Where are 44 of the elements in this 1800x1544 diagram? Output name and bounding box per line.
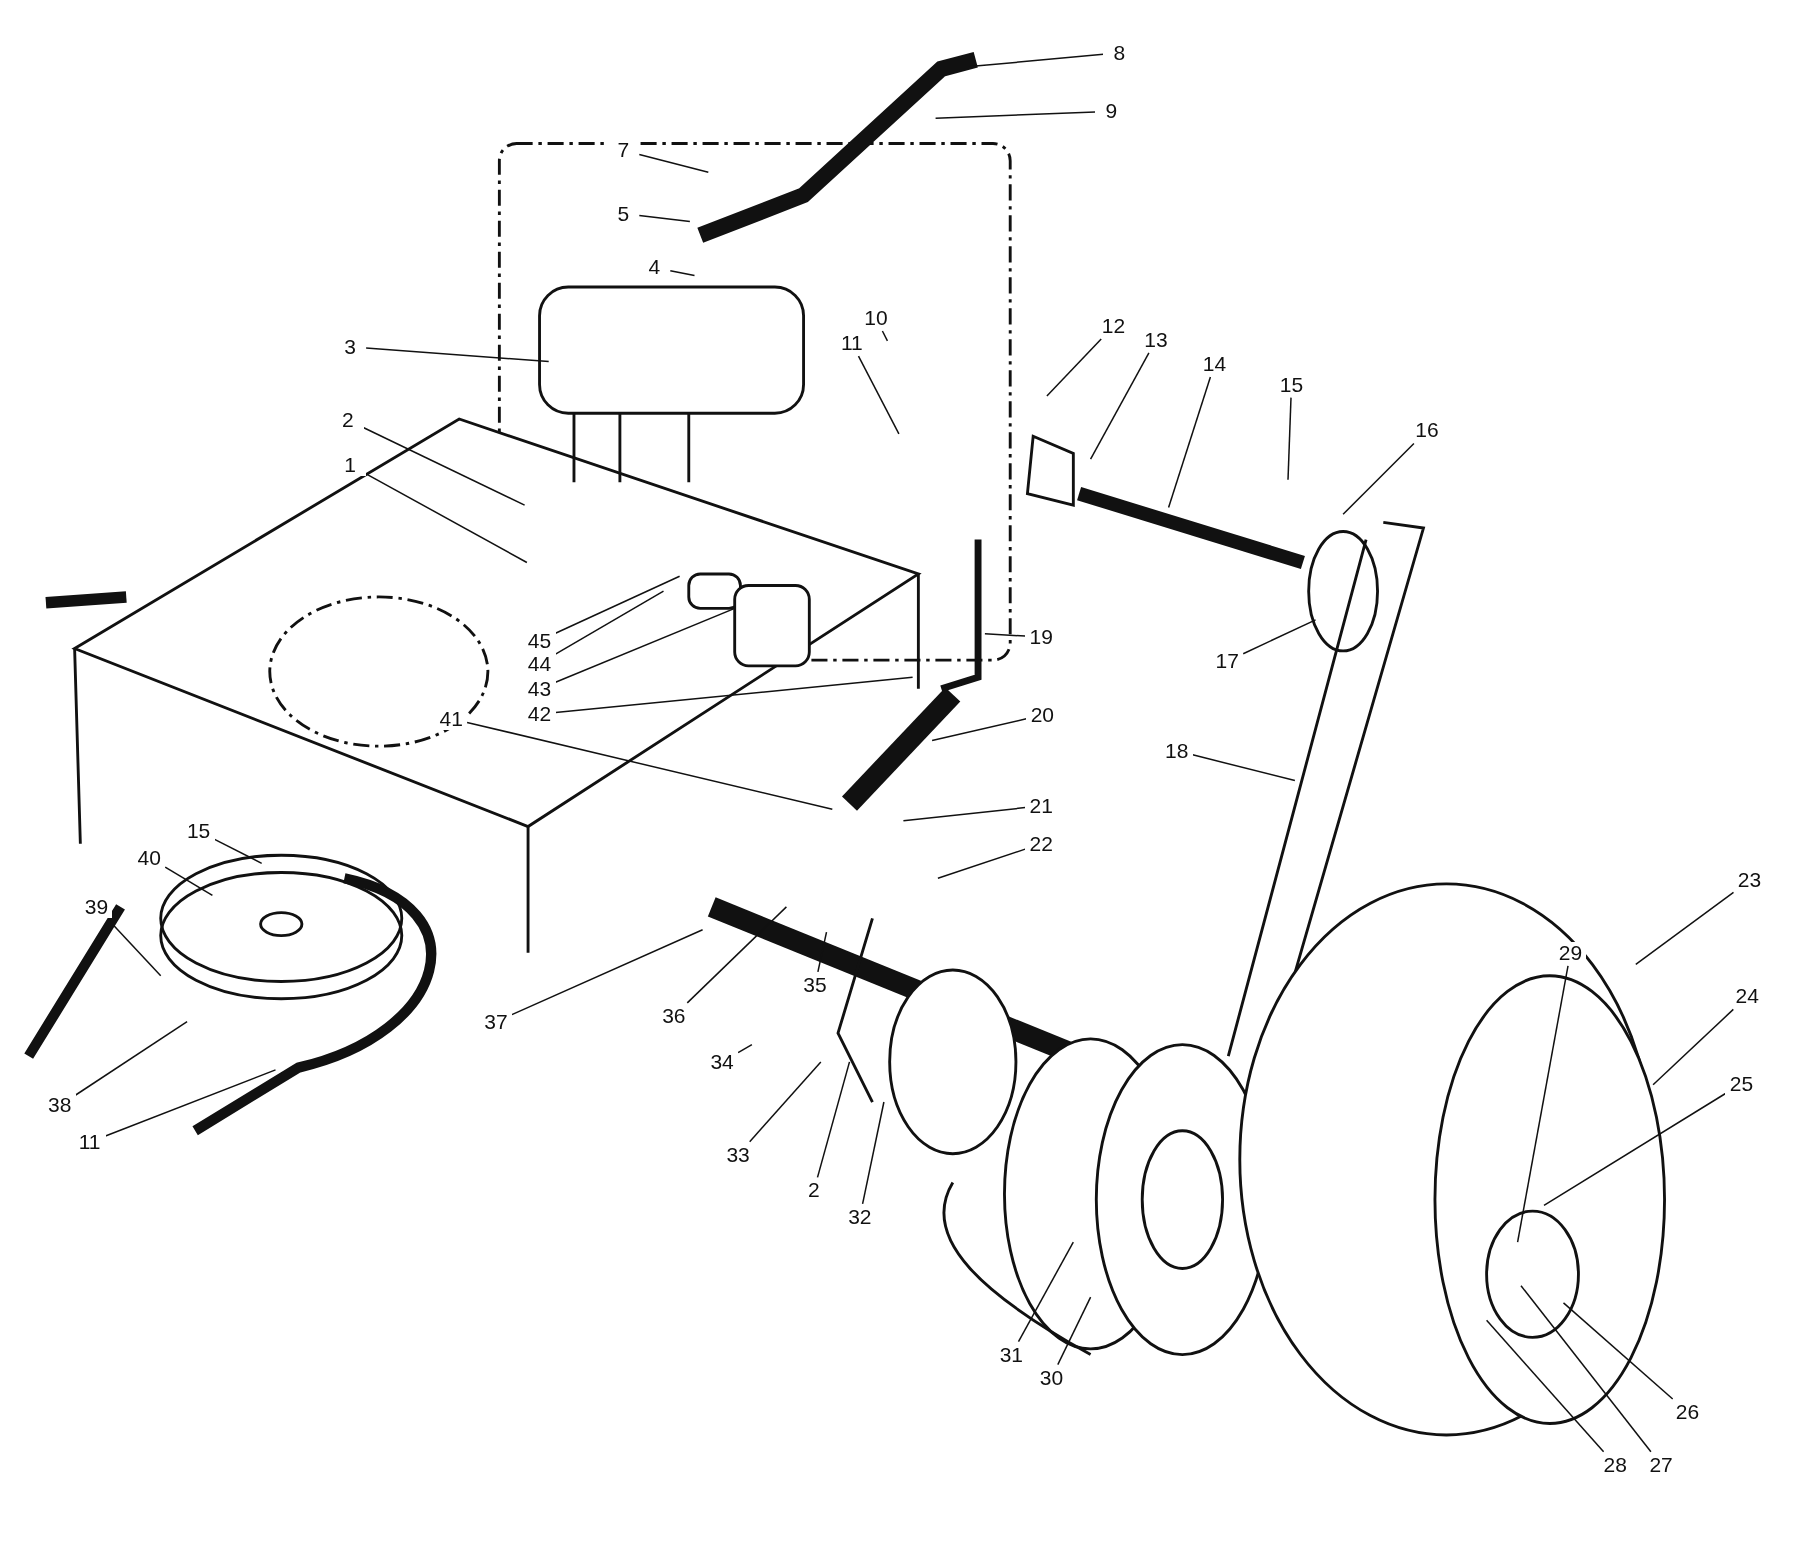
leader-line	[511, 929, 704, 1016]
leader-line	[817, 931, 828, 973]
leader-line	[1089, 352, 1150, 460]
leader-line	[1287, 396, 1292, 481]
leader-line	[748, 1061, 822, 1143]
leader-line	[638, 153, 710, 173]
leader-line	[669, 269, 696, 277]
leader-line	[902, 806, 1026, 822]
leader-line	[1167, 376, 1212, 509]
leader-line	[686, 906, 788, 1004]
leader-line	[1191, 754, 1296, 782]
leader-line	[1342, 442, 1415, 516]
leader-line	[363, 427, 526, 506]
leader-line	[1485, 1319, 1605, 1453]
leader-line	[1652, 1008, 1735, 1086]
leader-line	[1543, 1092, 1727, 1207]
leader-line	[554, 590, 665, 655]
leader-line	[1520, 1284, 1652, 1453]
leader-line	[931, 718, 1028, 742]
leader-line	[861, 1101, 885, 1205]
leader-line	[1046, 338, 1102, 397]
leader-line	[164, 866, 214, 897]
leader-line	[934, 111, 1096, 119]
leader-line	[213, 838, 263, 865]
leader-line	[737, 1043, 753, 1054]
leader-line	[365, 473, 528, 564]
leader-line	[1242, 619, 1317, 655]
leader-line	[1017, 1241, 1075, 1343]
leader-line	[554, 575, 681, 634]
leader-line	[74, 1020, 188, 1096]
leader-line	[638, 214, 691, 223]
leader-line	[1562, 1302, 1674, 1400]
leader-line	[1635, 891, 1735, 966]
leader-line	[365, 347, 550, 363]
leader-line	[984, 632, 1026, 637]
leader-line	[881, 330, 889, 342]
leader-line	[554, 607, 736, 683]
leader-line	[1057, 1296, 1092, 1366]
leader-line	[937, 848, 1026, 879]
leader-line	[466, 721, 834, 811]
leader-line	[816, 1061, 851, 1179]
leader-line	[554, 676, 914, 714]
leader-line	[104, 1069, 277, 1137]
leader-line	[857, 355, 900, 435]
